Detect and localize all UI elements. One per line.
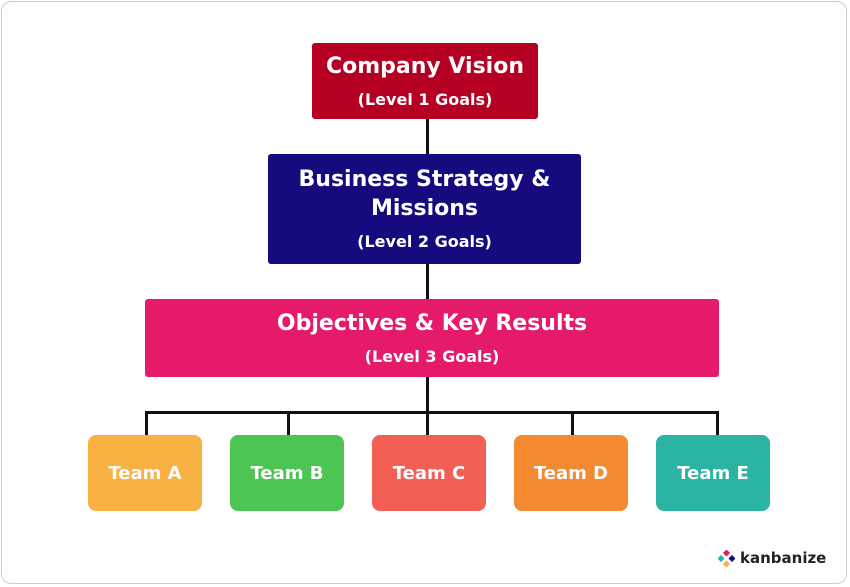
connector-l1-l2 bbox=[426, 118, 429, 155]
level-3-box: Objectives & Key Results (Level 3 Goals) bbox=[145, 299, 719, 377]
connector-team-e bbox=[716, 411, 719, 436]
kanbanize-logo-icon bbox=[717, 548, 736, 568]
team-c-box: Team C bbox=[372, 435, 486, 511]
level-3-subtitle: (Level 3 Goals) bbox=[364, 346, 500, 366]
kanbanize-wordmark: kanbanize bbox=[740, 549, 827, 567]
level-2-box: Business Strategy & Missions (Level 2 Go… bbox=[268, 154, 581, 264]
level-2-title-line2: Missions bbox=[370, 196, 479, 221]
team-e-box: Team E bbox=[656, 435, 770, 511]
team-d-box: Team D bbox=[514, 435, 628, 511]
connector-l2-l3 bbox=[426, 263, 429, 300]
level-3-title: Objectives & Key Results bbox=[276, 310, 588, 336]
connector-team-b bbox=[287, 411, 290, 436]
team-bus-line bbox=[145, 411, 719, 414]
level-2-subtitle: (Level 2 Goals) bbox=[357, 232, 492, 251]
team-b-box: Team B bbox=[230, 435, 344, 511]
connector-team-d bbox=[571, 411, 574, 436]
level-1-box: Company Vision (Level 1 Goals) bbox=[312, 43, 538, 119]
level-2-title: Business Strategy & bbox=[298, 167, 551, 192]
level-1-subtitle: (Level 1 Goals) bbox=[357, 89, 493, 109]
connector-l3-bus bbox=[426, 376, 429, 436]
team-a-box: Team A bbox=[88, 435, 202, 511]
level-1-title: Company Vision bbox=[325, 53, 525, 79]
kanbanize-logo: kanbanize bbox=[717, 548, 827, 568]
connector-team-a bbox=[145, 411, 148, 436]
